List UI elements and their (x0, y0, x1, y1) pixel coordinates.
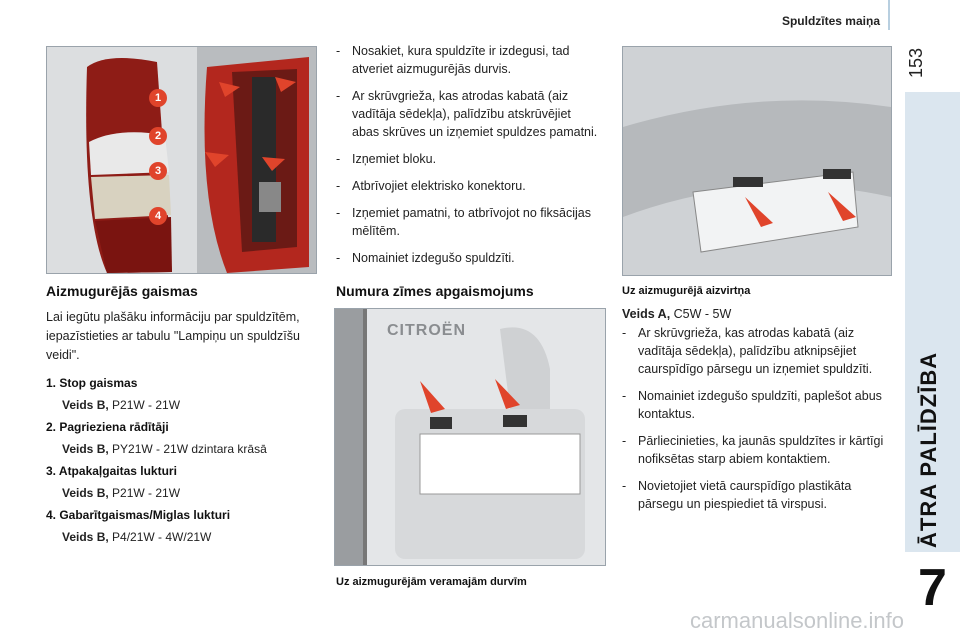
side-section-label: ĀTRA PALĪDZĪBA (916, 351, 941, 548)
step-item: -Nomainiet izdegušo spuldzīti, paplešot … (622, 389, 882, 421)
callout-1: 1 (149, 89, 167, 107)
bulb-item-type: Veids B, P21W - 21W (62, 398, 181, 412)
rear-lights-intro: Lai iegūtu plašāku informāciju par spuld… (46, 310, 300, 362)
step-item: -Nosakiet, kura spuldzīte ir izdegusi, t… (336, 44, 570, 76)
bulb-item-name: 3. Atpakaļgaitas lukturi (46, 464, 177, 478)
plate-bulb-type: Veids A, C5W - 5W (622, 307, 732, 321)
step-item: -Ar skrūvgrieža, kas atrodas kabatā (aiz… (336, 89, 598, 139)
rear-doors-illustration (335, 309, 605, 565)
bulb-type-list: 1. Stop gaismas Veids B, P21W - 21W 2. P… (46, 372, 326, 548)
watermark: carmanualsonline.info (690, 608, 905, 633)
step-item: -Izņemiet bloku. (336, 152, 437, 166)
step-item: -Atbrīvojiet elektrisko konektoru. (336, 179, 526, 193)
chapter-number: 7 (918, 559, 947, 617)
bulb-item-name: 4. Gabarītgaismas/Miglas lukturi (46, 508, 231, 522)
step-item: -Pārliecinieties, ka jaunās spuldzītes i… (622, 434, 884, 466)
tailgate-photo (622, 46, 892, 276)
step-item: -Izņemiet pamatni, to atbrīvojot no fiks… (336, 206, 592, 238)
page-number: 153 (906, 47, 926, 78)
callout-2: 2 (149, 127, 167, 145)
bulb-item-type: Veids B, P4/21W - 4W/21W (62, 530, 212, 544)
brand-lettering: CITROËN (387, 322, 466, 339)
rear-light-steps: -Nosakiet, kura spuldzīte ir izdegusi, t… (336, 42, 598, 276)
rear-light-illustration (47, 47, 316, 273)
step-item: -Novietojiet vietā caurspīdīgo plastikāt… (622, 479, 852, 511)
rear-lights-title: Aizmugurējās gaismas (46, 283, 198, 299)
plate-light-title: Numura zīmes apgaismojums (336, 283, 534, 299)
bulb-item-type: Veids B, PY21W - 21W dzintara krāsā (62, 442, 267, 456)
page-header-title: Spuldzītes maiņa (781, 14, 880, 28)
bulb-item-name: 2. Pagrieziena rādītāji (46, 420, 169, 434)
callout-4: 4 (149, 207, 167, 225)
rear-doors-caption: Uz aizmugurējām veramajām durvīm (336, 576, 527, 588)
step-item: -Ar skrūvgrieža, kas atrodas kabatā (aiz… (622, 326, 873, 376)
rear-light-photo: 1 2 3 4 (46, 46, 317, 274)
bulb-item-type: Veids B, P21W - 21W (62, 486, 181, 500)
bulb-item-name: 1. Stop gaismas (46, 376, 138, 390)
header-divider (888, 0, 890, 30)
plate-light-steps: -Ar skrūvgrieža, kas atrodas kabatā (aiz… (622, 324, 892, 522)
tailgate-caption: Uz aizmugurējā aizvirtņa (622, 285, 751, 297)
rear-doors-photo: CITROËN (334, 308, 606, 566)
tailgate-illustration (623, 47, 891, 275)
callout-3: 3 (149, 162, 167, 180)
side-tab-band (905, 92, 960, 552)
step-item: -Nomainiet izdegušo spuldzīti. (336, 251, 515, 265)
